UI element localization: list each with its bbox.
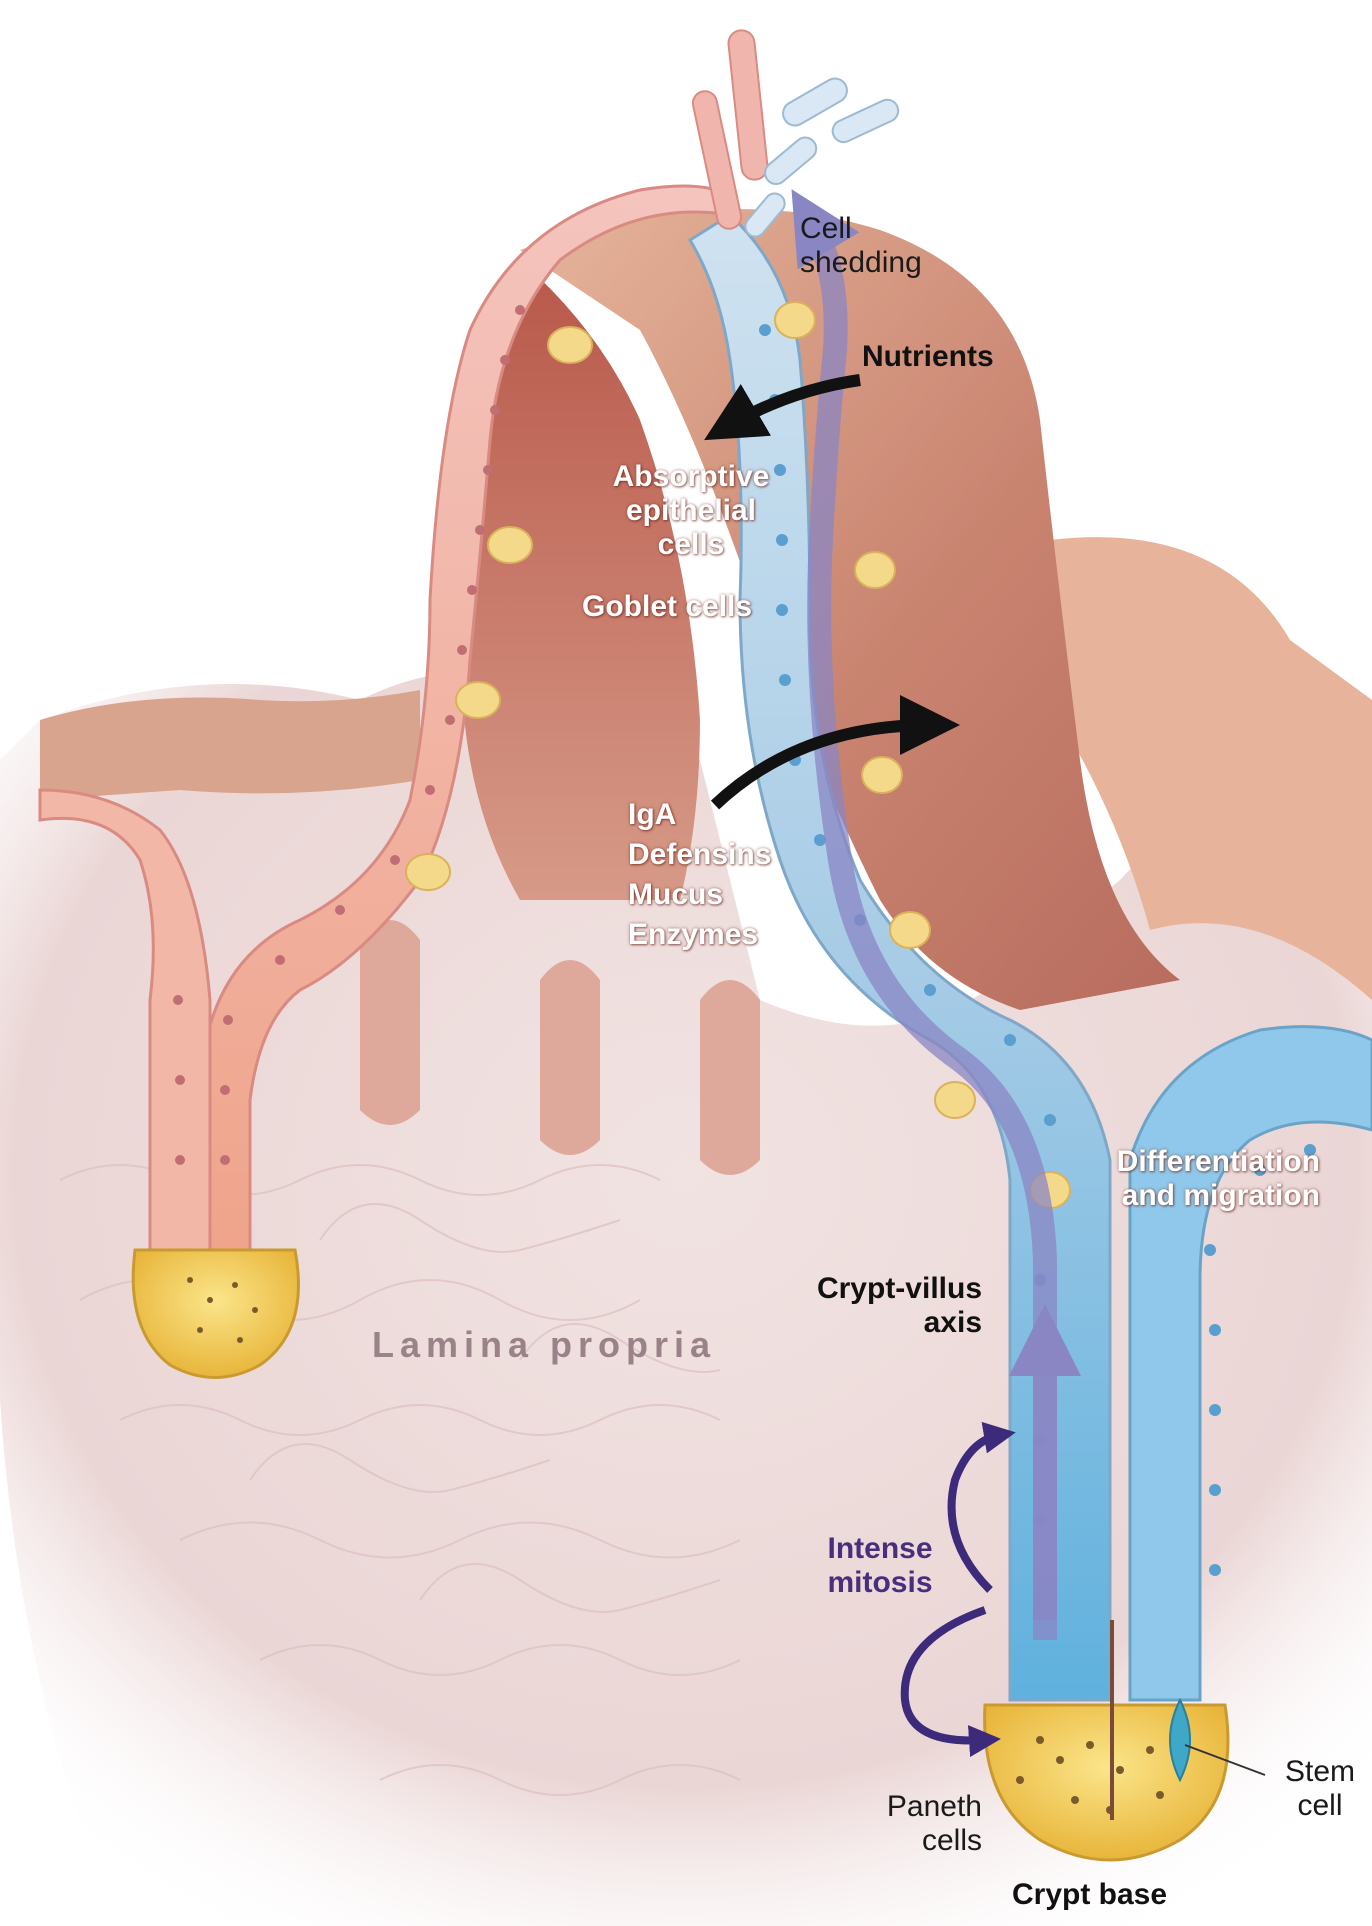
- crypt-villus-line-2: axis: [772, 1306, 982, 1340]
- lamina-propria-label: Lamina propria: [372, 1328, 716, 1362]
- paneth-cells-label: Paneth cells: [862, 1790, 982, 1858]
- secretions-label: IgA Defensins Mucus Enzymes: [628, 795, 771, 955]
- nutrients-label: Nutrients: [862, 340, 994, 374]
- absorptive-line-1: Absorptive: [596, 460, 786, 494]
- stem-cell-label: Stem cell: [1270, 1755, 1370, 1823]
- crypt-villus-line-1: Crypt-villus: [772, 1272, 982, 1306]
- secretion-iga: IgA: [628, 795, 771, 835]
- stem-cell-line-1: Stem: [1270, 1755, 1370, 1789]
- intense-mitosis-line-1: Intense: [820, 1532, 940, 1566]
- differentiation-label: Differentiation and migration: [1070, 1145, 1320, 1213]
- cell-shedding-line-1: Cell: [800, 212, 922, 246]
- cell-shedding-label: Cell shedding: [800, 212, 922, 280]
- mucosal-surface: [40, 690, 420, 800]
- crypt-base-label: Crypt base: [1012, 1878, 1167, 1912]
- paneth-line-1: Paneth: [862, 1790, 982, 1824]
- paneth-line-2: cells: [862, 1824, 982, 1858]
- intense-mitosis-line-2: mitosis: [820, 1566, 940, 1600]
- stem-cell-line-2: cell: [1270, 1789, 1370, 1823]
- secretion-enzymes: Enzymes: [628, 915, 771, 955]
- secretion-mucus: Mucus: [628, 875, 771, 915]
- goblet-cells-label: Goblet cells: [582, 590, 752, 624]
- differentiation-line-2: and migration: [1070, 1179, 1320, 1213]
- shed-cells: [691, 29, 902, 241]
- intense-mitosis-label: Intense mitosis: [820, 1532, 940, 1600]
- absorptive-line-2: epithelial: [596, 494, 786, 528]
- crypt-villus-axis-label: Crypt-villus axis: [772, 1272, 982, 1340]
- cell-shedding-line-2: shedding: [800, 246, 922, 280]
- differentiation-line-1: Differentiation: [1070, 1145, 1320, 1179]
- absorptive-cells-label: Absorptive epithelial cells: [596, 460, 786, 562]
- absorptive-line-3: cells: [596, 528, 786, 562]
- secretion-defensins: Defensins: [628, 835, 771, 875]
